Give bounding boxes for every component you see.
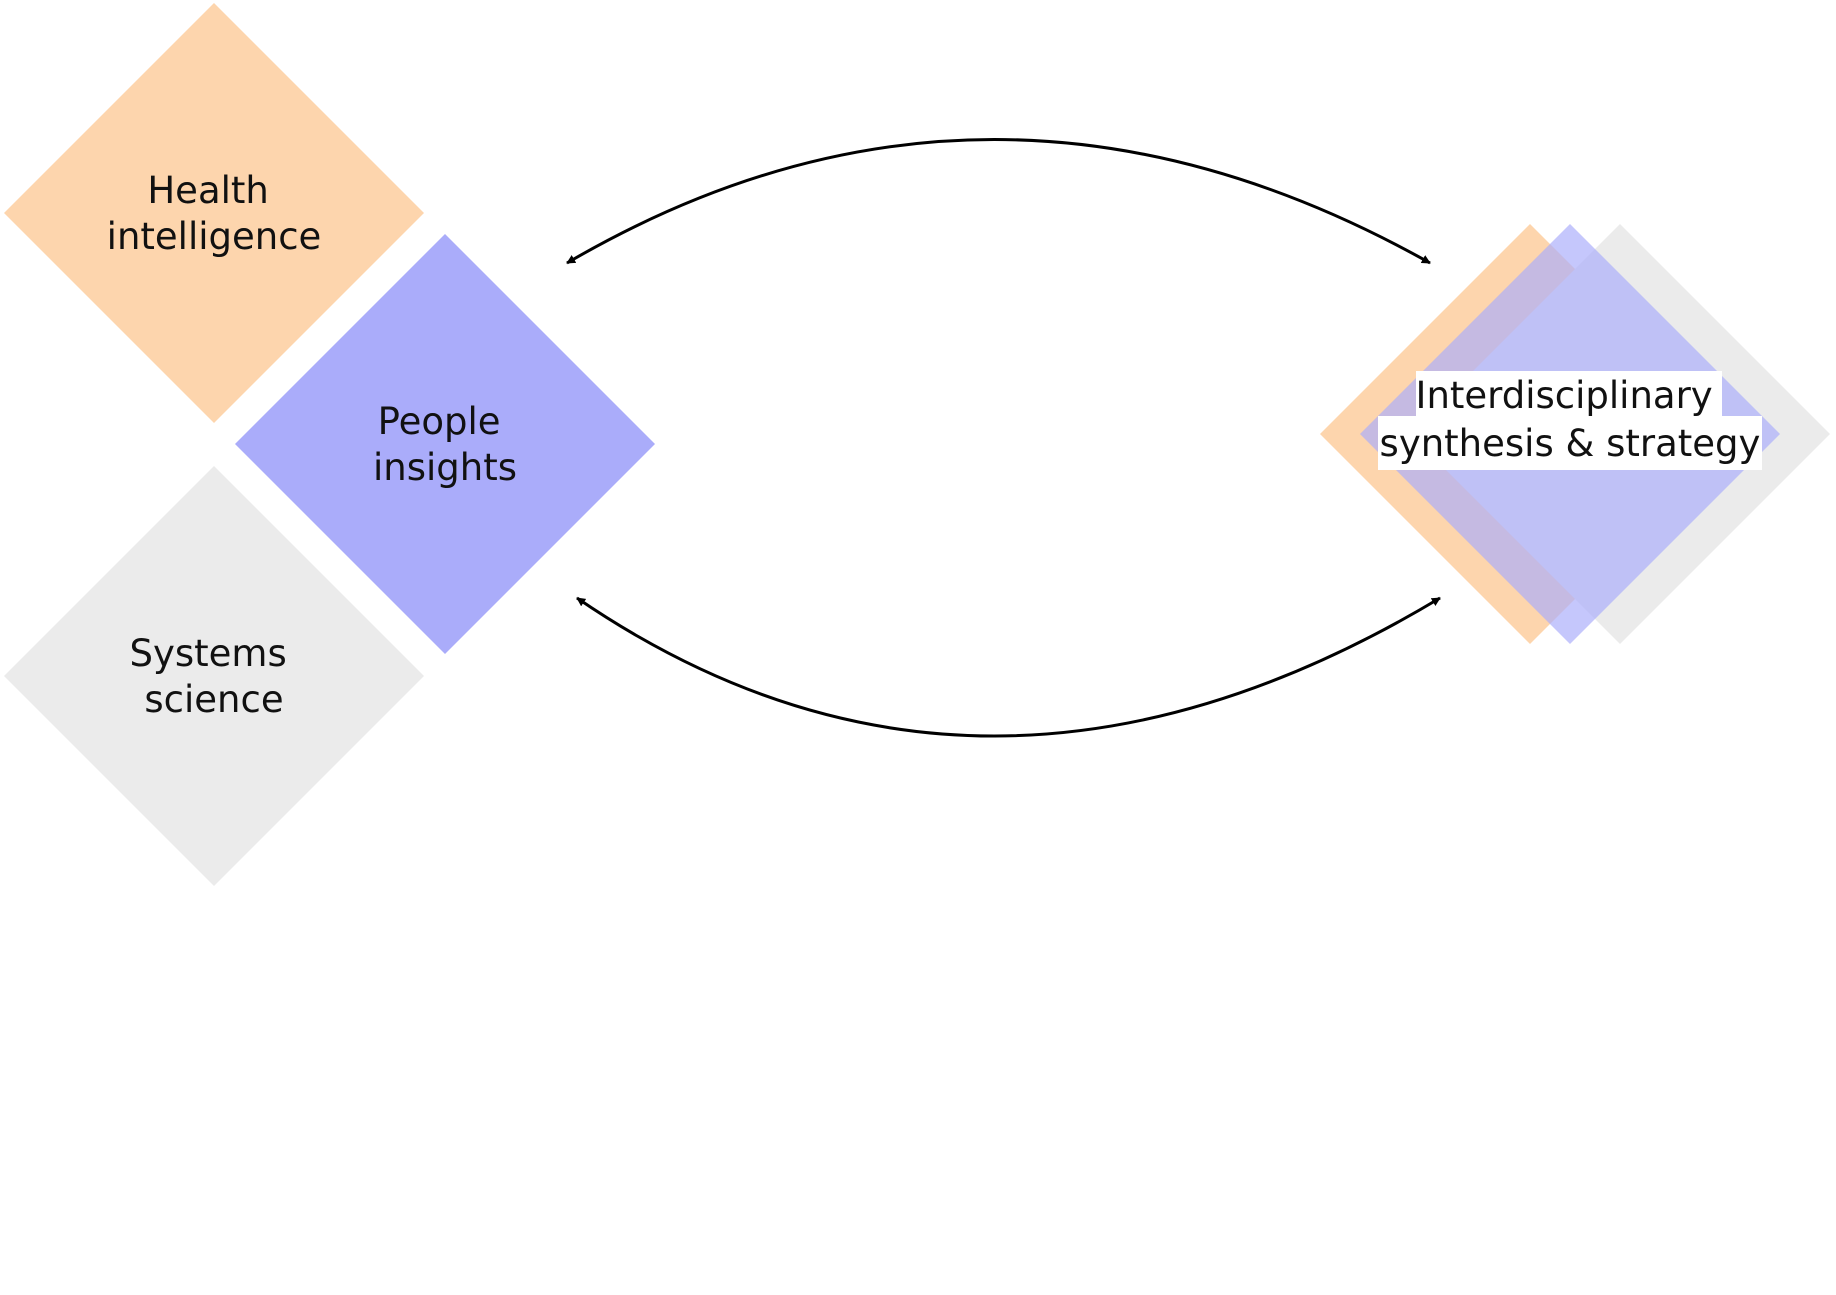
health-intelligence-diamond xyxy=(4,3,424,423)
svg-text:Health intelligence: Health intelligence xyxy=(107,169,322,258)
synthesis-label-line2: synthesis & strategy xyxy=(1380,422,1761,465)
interdisciplinary-synthesis-node: Interdisciplinary synthesis & strategy xyxy=(1320,224,1830,644)
synthesis-label-bg-line2 xyxy=(1378,416,1762,470)
top-bidirectional-arrow xyxy=(566,138,1431,265)
health-intelligence-label-line1: Health xyxy=(147,169,269,212)
health-intelligence-label-line2: intelligence xyxy=(107,215,322,258)
people-insights-node: People insights xyxy=(235,234,655,654)
svg-text:Systems science: Systems science xyxy=(129,632,298,721)
people-insights-label-line1: People xyxy=(378,400,501,443)
svg-text:People insights: People insights xyxy=(373,400,517,489)
systems-science-node: Systems science xyxy=(4,466,424,886)
people-insights-label-line2: insights xyxy=(373,446,517,489)
systems-science-label-line2: science xyxy=(144,678,283,721)
synthesis-label-bg-line1 xyxy=(1416,371,1722,416)
synthesis-label-line1: Interdisciplinary xyxy=(1416,374,1713,417)
bottom-bidirectional-arrow xyxy=(576,596,1441,738)
systems-science-diamond xyxy=(4,466,424,886)
people-insights-diamond xyxy=(235,234,655,654)
health-intelligence-node: Health intelligence xyxy=(4,3,424,423)
svg-text:Interdisciplinary synthe: Interdisciplinary synthesis & strategy xyxy=(1380,374,1761,465)
systems-science-label-line1: Systems xyxy=(129,632,286,675)
